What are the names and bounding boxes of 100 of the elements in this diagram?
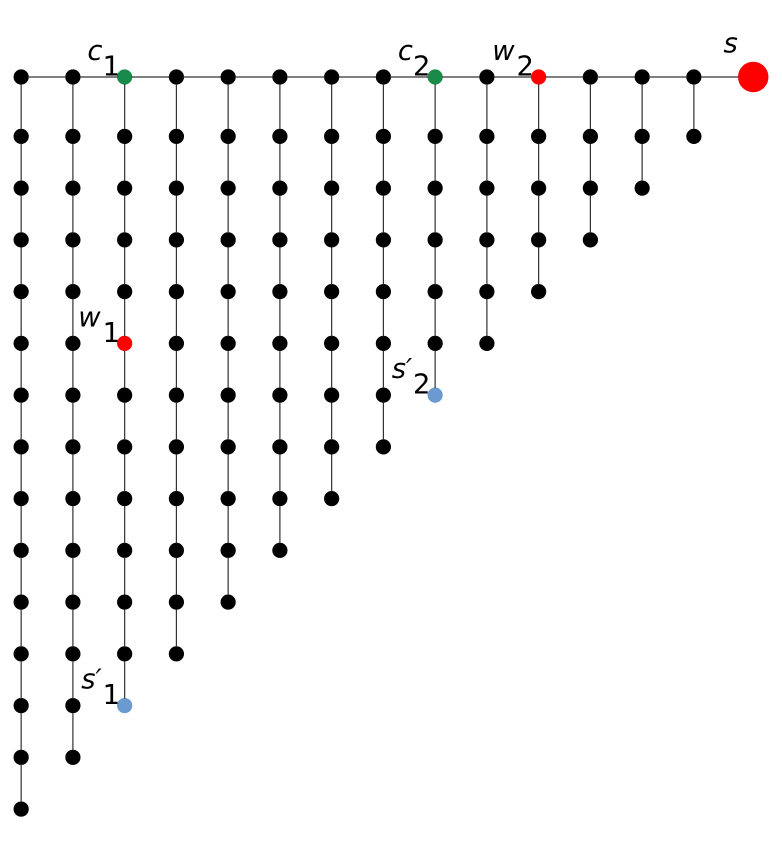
connector bbox=[228, 84, 229, 129]
node-circle bbox=[168, 646, 184, 662]
node-circle bbox=[168, 439, 184, 454]
connector bbox=[693, 84, 694, 129]
node-circle bbox=[634, 69, 650, 85]
connector bbox=[279, 350, 280, 388]
node-circle bbox=[324, 284, 340, 300]
node-circle bbox=[686, 128, 702, 144]
connector bbox=[486, 299, 488, 336]
node-circle bbox=[220, 180, 236, 196]
connector bbox=[176, 454, 178, 492]
node-circle bbox=[220, 594, 236, 610]
node-circle bbox=[65, 750, 81, 765]
connector bbox=[72, 84, 74, 129]
node-circle bbox=[686, 69, 702, 85]
node-circle bbox=[428, 336, 443, 351]
connector bbox=[124, 610, 126, 647]
connector bbox=[80, 76, 118, 78]
connector bbox=[20, 144, 22, 182]
connector bbox=[279, 454, 280, 492]
node-circle bbox=[14, 180, 29, 196]
node-circle bbox=[14, 594, 29, 610]
node-circle bbox=[117, 128, 132, 144]
node-circle bbox=[65, 594, 81, 610]
node-circle bbox=[324, 180, 340, 196]
connector bbox=[434, 299, 436, 336]
node-circle bbox=[168, 284, 184, 300]
node-circle bbox=[14, 490, 29, 506]
connector bbox=[382, 350, 384, 388]
node-circle bbox=[65, 128, 81, 144]
connector bbox=[286, 76, 325, 78]
connector bbox=[228, 144, 229, 182]
node-circle bbox=[14, 646, 29, 662]
connector bbox=[124, 506, 126, 544]
connector bbox=[20, 402, 22, 440]
connector bbox=[183, 76, 222, 78]
node-circle bbox=[272, 128, 288, 144]
connector bbox=[176, 350, 178, 388]
connector bbox=[72, 558, 74, 596]
connector bbox=[642, 144, 643, 182]
node-circle bbox=[168, 387, 184, 403]
node-circle bbox=[117, 232, 132, 248]
connector bbox=[235, 76, 273, 78]
node-circle bbox=[272, 542, 288, 558]
node-circle bbox=[117, 646, 132, 662]
connector bbox=[228, 506, 229, 544]
node-circle bbox=[582, 232, 598, 248]
node-circle bbox=[168, 232, 184, 248]
connector bbox=[176, 144, 178, 182]
connector bbox=[176, 299, 178, 336]
connector bbox=[642, 84, 643, 129]
connector bbox=[279, 247, 280, 285]
connector bbox=[279, 84, 280, 129]
connector bbox=[538, 247, 540, 285]
node-circle bbox=[117, 594, 132, 610]
connector bbox=[176, 610, 178, 647]
node-circle bbox=[220, 69, 236, 85]
connector bbox=[20, 506, 22, 544]
node-circle bbox=[220, 387, 236, 403]
connector bbox=[228, 350, 229, 388]
connector bbox=[486, 196, 488, 233]
node-circle bbox=[117, 439, 132, 454]
connector bbox=[331, 454, 332, 492]
connector bbox=[72, 196, 74, 233]
connector bbox=[434, 144, 436, 182]
connector bbox=[434, 350, 436, 388]
node-circle bbox=[479, 128, 494, 144]
connector bbox=[72, 506, 74, 544]
connector bbox=[176, 84, 178, 129]
node-circle bbox=[220, 232, 236, 248]
node-circle bbox=[117, 542, 132, 558]
node-circle bbox=[117, 387, 132, 403]
node-circle bbox=[65, 232, 81, 248]
connector bbox=[331, 350, 332, 388]
node-circle bbox=[117, 180, 132, 196]
connector bbox=[486, 247, 488, 285]
node-circle bbox=[220, 336, 236, 351]
node-circle bbox=[220, 439, 236, 454]
connector bbox=[72, 144, 74, 182]
connector bbox=[20, 558, 22, 596]
connector bbox=[72, 610, 74, 647]
connector bbox=[20, 764, 22, 802]
node-circle bbox=[65, 387, 81, 403]
node-circle bbox=[220, 284, 236, 300]
node-circle bbox=[272, 336, 288, 351]
node-circle bbox=[168, 180, 184, 196]
node-circle bbox=[376, 180, 391, 196]
node-circle bbox=[479, 180, 494, 196]
connector bbox=[331, 144, 332, 182]
node-circle bbox=[65, 698, 81, 714]
connector bbox=[279, 144, 280, 182]
node-circle bbox=[14, 439, 29, 454]
node-circle bbox=[531, 284, 546, 300]
node-circle bbox=[272, 180, 288, 196]
connector bbox=[124, 247, 126, 285]
connector bbox=[331, 402, 332, 440]
connector bbox=[546, 76, 584, 78]
node-circle bbox=[65, 336, 81, 351]
connector bbox=[124, 350, 126, 388]
node-circle bbox=[220, 128, 236, 144]
